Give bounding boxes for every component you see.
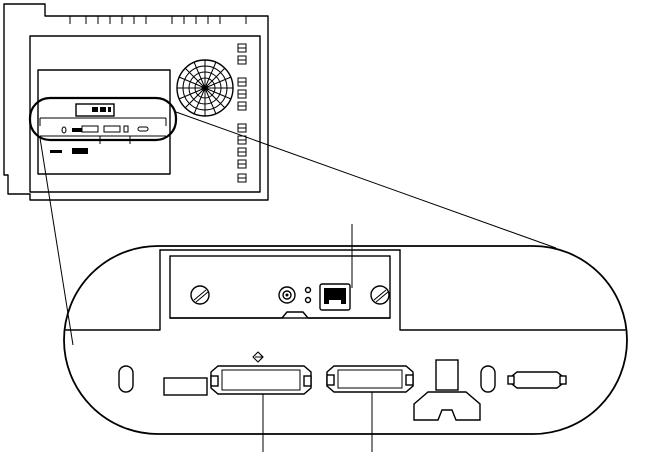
fan-grille	[177, 60, 233, 116]
printer-body	[4, 4, 268, 200]
parallel-port-icon	[211, 366, 311, 394]
network-card	[170, 256, 390, 318]
serial-port-icon	[327, 366, 413, 392]
top-vent-ticks	[70, 16, 246, 24]
rj45-connector-icon	[320, 284, 350, 310]
slot-right-icon	[481, 366, 495, 392]
thumbscrew-left-icon	[191, 286, 209, 304]
slot-left-icon	[119, 366, 133, 392]
mini-port-icon	[508, 372, 566, 388]
magnified-panel	[64, 224, 627, 452]
parallel-port-symbol-icon	[253, 352, 263, 362]
small-port-icon	[164, 378, 207, 395]
side-vent-slots	[238, 44, 246, 182]
power-socket-icon	[414, 360, 480, 420]
bnc-connector-icon	[279, 287, 295, 303]
thumbscrew-right-icon	[371, 286, 389, 304]
